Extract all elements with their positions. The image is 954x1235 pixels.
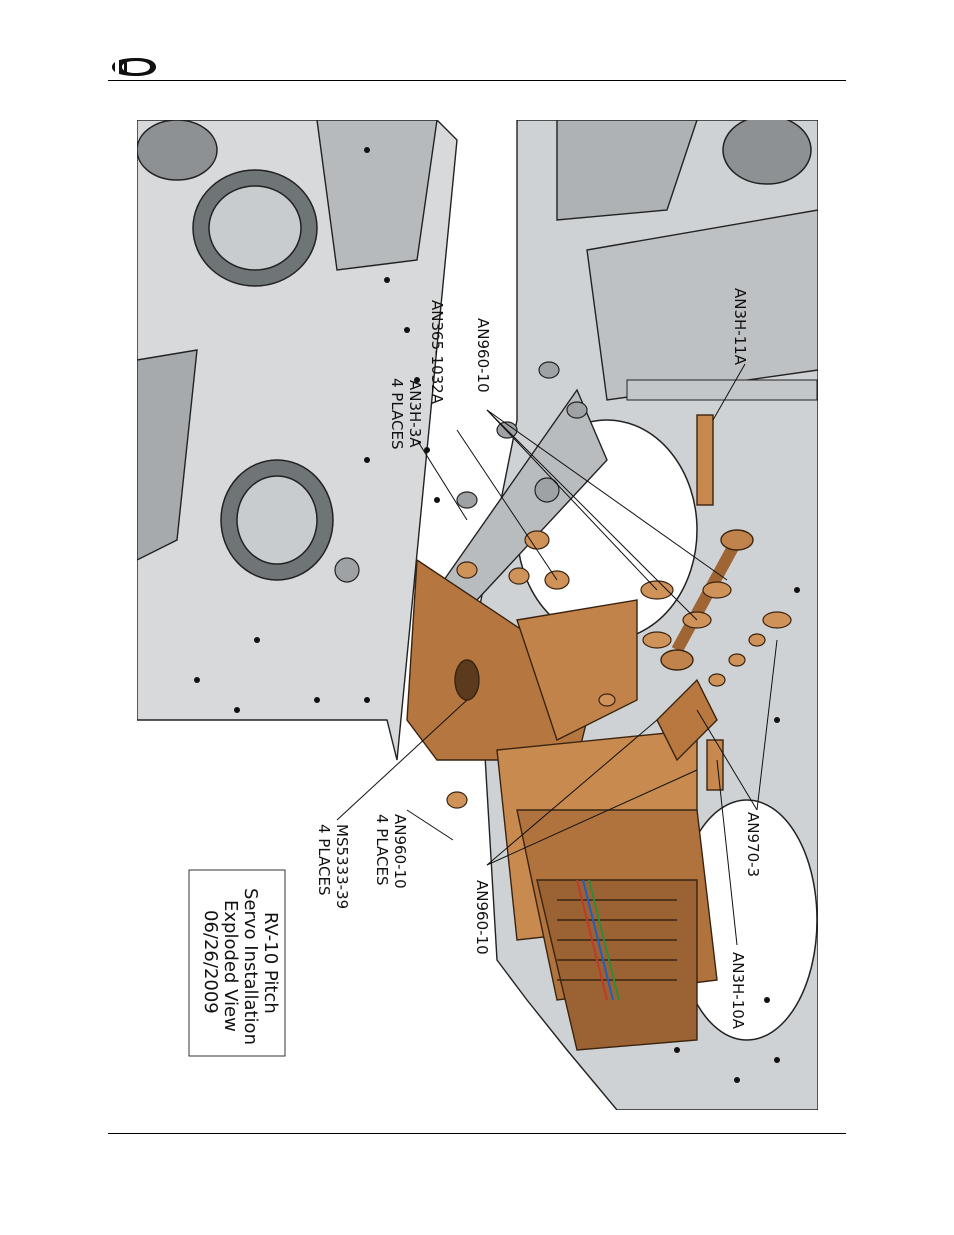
callout-an960-10-bottom: AN960-10 — [473, 880, 491, 955]
control-tube — [627, 380, 817, 400]
callout-ms5333-39: MS5333-39 — [333, 824, 351, 909]
title-line-1: RV-10 Pitch — [260, 912, 281, 1014]
callout-an3h-3a-qty: 4 PLACES — [388, 378, 406, 450]
footer-rule — [108, 1133, 846, 1134]
callout-an3h-11a: AN3H-11A — [731, 288, 749, 366]
title-line-4: 06/26/2009 — [200, 910, 221, 1014]
callout-an970-3: AN970-3 — [744, 812, 762, 877]
title-line-3: Exploded View — [220, 900, 241, 1032]
callout-ms5333-39-qty: 4 PLACES — [315, 824, 333, 896]
callout-an960-10-left-qty: 4 PLACES — [373, 814, 391, 886]
callout-an3h-10a: AN3H-10A — [729, 952, 747, 1030]
callout-an365-1032a: AN365-1032A — [428, 300, 446, 405]
title-block: RV-10 Pitch Servo Installation Exploded … — [189, 870, 285, 1056]
callout-an960-10-top: AN960-10 — [474, 318, 492, 393]
title-line-2: Servo Installation — [240, 888, 261, 1045]
dynon-logo-icon — [110, 57, 158, 77]
callout-an960-10-left: AN960-10 — [391, 814, 409, 889]
header-rule — [108, 80, 846, 81]
exploded-view-drawing: AN3H-11A AN960-10 AN365-1032A AN3H-3A 4 … — [137, 120, 818, 1110]
callout-an3h-3a: AN3H-3A — [406, 380, 424, 448]
